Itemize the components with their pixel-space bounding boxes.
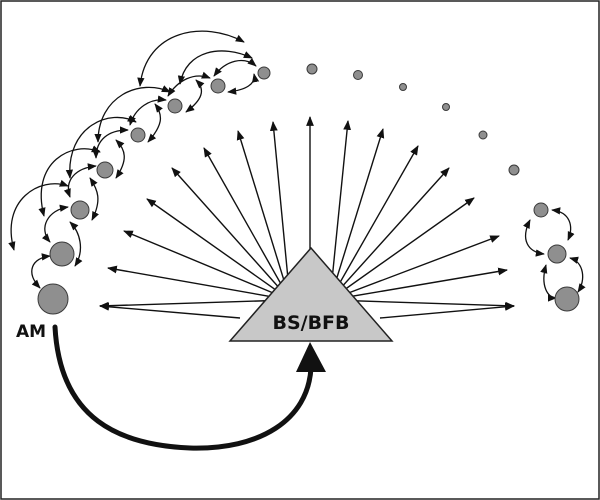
node-circle xyxy=(399,83,407,91)
transition-arc xyxy=(89,177,99,221)
node-circle xyxy=(96,161,114,179)
ray-arrow xyxy=(329,120,352,301)
transition-arc xyxy=(31,253,51,289)
node-circle xyxy=(167,98,183,114)
ray-arrow xyxy=(329,197,475,301)
ray-arrow xyxy=(171,167,291,301)
node-circle xyxy=(547,244,567,264)
transition-arc xyxy=(41,204,69,243)
ray-arrow xyxy=(99,302,241,319)
node-circle xyxy=(70,200,90,220)
ray-arrow xyxy=(379,302,515,319)
node-circles xyxy=(37,63,580,315)
transition-arc xyxy=(94,85,171,143)
node-circle xyxy=(257,66,271,80)
node-circle xyxy=(533,202,549,218)
transition-arc xyxy=(137,30,245,87)
transition-arc xyxy=(569,256,586,293)
node-circle xyxy=(478,130,488,140)
origin-label: AM xyxy=(16,322,46,342)
node-circle xyxy=(306,63,318,75)
ray-arrow xyxy=(107,265,291,301)
node-circle xyxy=(210,78,226,94)
node-circle xyxy=(130,127,146,143)
node-circle xyxy=(49,241,75,267)
transition-arc xyxy=(213,57,257,77)
transition-arc xyxy=(147,103,163,143)
ray-arrow xyxy=(269,121,291,301)
transition-arc xyxy=(92,126,129,159)
transition-arc xyxy=(69,221,83,267)
ray-arrow xyxy=(236,130,291,301)
transition-arc xyxy=(177,50,253,85)
transition-arc xyxy=(227,73,260,95)
transition-arc xyxy=(8,179,69,251)
radiating-arrows xyxy=(99,116,515,319)
center-label: BS/BFB xyxy=(272,312,349,334)
node-circle xyxy=(554,286,580,312)
transition-arc xyxy=(523,219,545,257)
ray-arrow xyxy=(203,147,291,301)
transition-arc xyxy=(185,79,205,113)
node-circle xyxy=(442,103,450,111)
node-circle xyxy=(37,283,69,315)
ray-arrow xyxy=(329,299,515,310)
ray-arrow xyxy=(329,235,500,301)
ray-arrow xyxy=(329,167,450,301)
feedback-arrowhead xyxy=(296,342,326,372)
ray-arrow xyxy=(123,230,291,301)
center-triangle xyxy=(228,246,394,342)
transition-arc xyxy=(167,71,211,97)
ray-arrow xyxy=(146,198,291,301)
ray-arrow xyxy=(99,299,291,310)
node-transition-arrows xyxy=(8,30,586,302)
ray-arrow xyxy=(329,128,385,301)
transition-arc xyxy=(540,264,557,302)
ray-arrow xyxy=(329,267,508,301)
ray-arrow xyxy=(329,145,419,301)
node-circle xyxy=(353,70,363,80)
node-circle xyxy=(508,164,520,176)
feedback-arrow xyxy=(52,324,314,451)
transition-arc xyxy=(115,139,125,179)
transition-arc xyxy=(551,207,575,241)
